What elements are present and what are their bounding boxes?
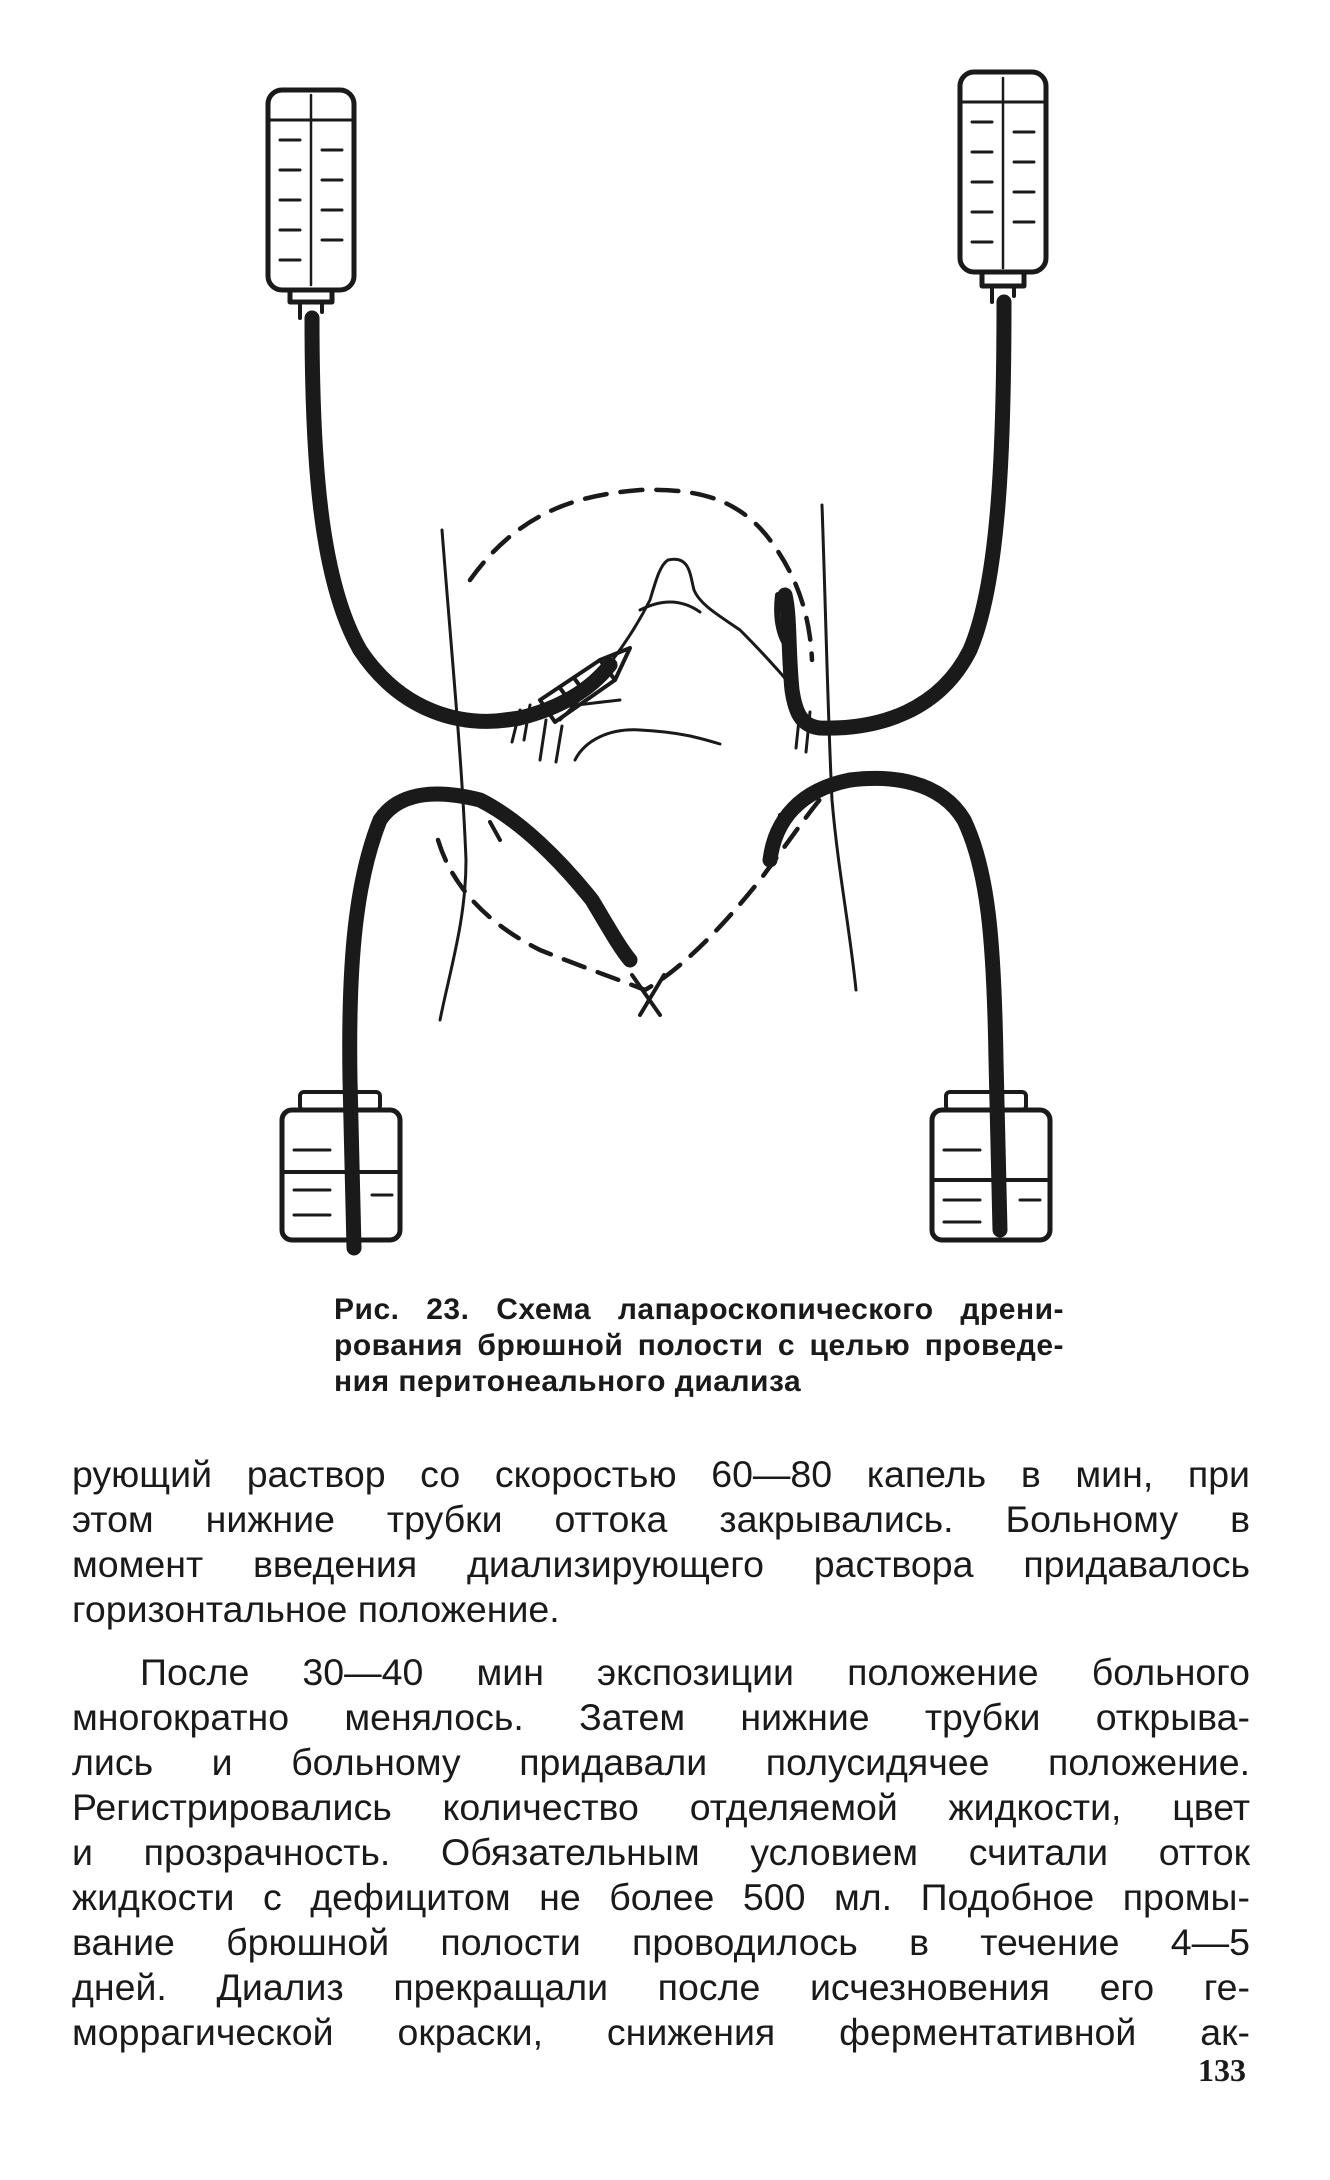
text-line: многократно менялось. Затем нижние трубк…: [72, 1696, 1250, 1738]
text-line: Регистрировались количество отделяемой ж…: [72, 1786, 1250, 1828]
text-line: горизонтальное положение.: [72, 1588, 560, 1630]
paragraph: рующий раствор со скоростью 60—80 капель…: [72, 1452, 1250, 1632]
collection-jar-right: [929, 1090, 1053, 1243]
body-text: рующий раствор со скоростью 60—80 капель…: [72, 1452, 1250, 2073]
page-number: 133: [1198, 2052, 1246, 2088]
paragraph: После 30—40 мин экспозиции положение бол…: [72, 1650, 1250, 2055]
collection-jar-left: [279, 1090, 403, 1243]
catheter-upper-left: [510, 646, 632, 744]
text-line: После 30—40 мин экспозиции положение бол…: [140, 1651, 1250, 1693]
caption-line: Рис. 23. Схема лапароскопического дрени-: [334, 1293, 1064, 1326]
text-line: и прозрачность. Обязательным условием сч…: [72, 1831, 1250, 1873]
puncture-mark: [630, 973, 666, 1017]
drainage-diagram: [265, 69, 1053, 1256]
caption-line: рования брюшной полости с целью проведе-: [334, 1329, 1064, 1362]
text-line: рующий раствор со скоростью 60—80 капель…: [72, 1453, 1250, 1495]
text-line: вание брюшной полости проводилось в тече…: [72, 1921, 1250, 1963]
infusion-bottle-left: [265, 87, 357, 320]
text-line: момент введения диализирующего раствора …: [72, 1543, 1250, 1585]
figure-diagram: [265, 69, 1053, 1256]
tube-upper-right: [777, 294, 1012, 736]
text-line: дней. Диализ прекращали после исчезновен…: [72, 1966, 1250, 2008]
tube-lower-right: [762, 770, 1008, 1238]
caption-line: ния перитонеального диализа: [334, 1365, 802, 1398]
abdominal-cavity-dashed: [435, 487, 831, 993]
text-line: лись и больному придавали полусидячее по…: [72, 1741, 1250, 1783]
tube-lower-left: [342, 786, 638, 1256]
tube-upper-left: [304, 310, 618, 729]
text-line: моррагической окраски, снижения фермента…: [72, 2011, 1250, 2053]
body-outline: [438, 503, 858, 1022]
text-line: этом нижние трубки оттока закрывались. Б…: [72, 1498, 1250, 1540]
text-line: жидкости с дефицитом не более 500 мл. По…: [72, 1876, 1250, 1918]
infusion-bottle-right: [957, 69, 1049, 304]
figure-caption: Рис. 23. Схема лапароскопического дрени-…: [334, 1292, 1064, 1400]
